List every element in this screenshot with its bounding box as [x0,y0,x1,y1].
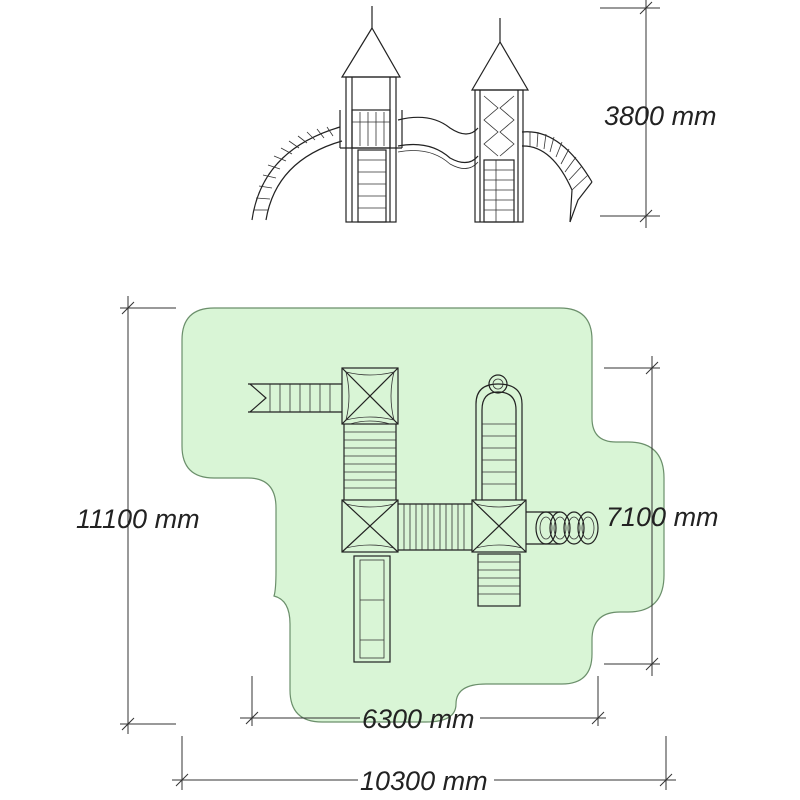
right-bottom-tower [471,499,527,553]
height-label: 3800 mm [604,101,717,131]
depth-dimension [120,296,176,734]
bridge-plan [398,503,472,551]
width-dimension [172,736,676,790]
width-label: 10300 mm [360,766,488,796]
wavy-bridge-elevation [397,116,479,169]
horizontal-ladder-left [248,383,342,413]
plan-view: 11100 mm 7100 mm 6300 mm [76,296,719,796]
spiral-tunnel-right [526,511,599,545]
inner-width-dimension [240,676,606,726]
left-curved-ladder [251,126,343,221]
depth-label: 11100 mm [76,504,200,534]
elevation-view: 3800 mm [251,0,717,228]
left-top-tower [341,367,399,425]
safety-zone [181,307,665,723]
ladder-below-right-tower [477,553,521,607]
vertical-ladder-left [343,420,397,500]
inner-width-label: 6300 mm [362,704,475,734]
left-bottom-tower [341,499,399,553]
left-tower-elevation [339,6,403,223]
height-dimension [600,0,660,228]
inner-depth-dimension [604,356,660,676]
right-tower-elevation [470,18,530,223]
inner-depth-label: 7100 mm [606,502,719,532]
right-curved-ladder [521,131,593,223]
right-climbing-frame [475,374,523,500]
slide-plan [353,555,391,663]
